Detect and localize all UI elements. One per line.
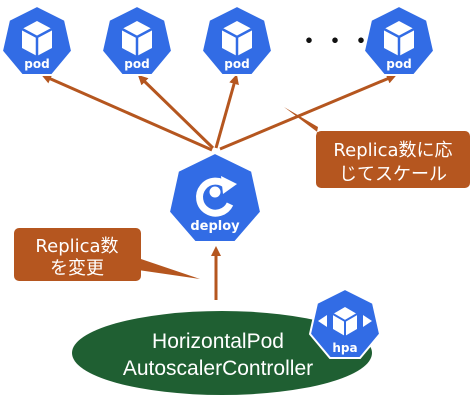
- pod-label: pod: [124, 57, 149, 71]
- arrow-to-pod-1: [41, 74, 213, 152]
- arrow-to-pod-3: [214, 74, 239, 149]
- deploy-node: deploy: [167, 151, 263, 243]
- pod-label: pod: [224, 57, 249, 71]
- callout-scale-line1: Replica数に応: [333, 140, 452, 161]
- pod-label: pod: [386, 57, 411, 71]
- cube-icon: [221, 21, 253, 56]
- cube-icon: [21, 21, 53, 56]
- callout-change-line2: を変更: [50, 258, 104, 279]
- deploy-label: deploy: [190, 219, 240, 234]
- hpa-controller: HorizontalPod AutoscalerController: [72, 311, 372, 395]
- pod-node-2: pod: [100, 4, 174, 76]
- pod-node-3: pod: [200, 4, 274, 76]
- rotate-icon: [196, 176, 237, 217]
- callout-scale: Replica数に応 じてスケール: [284, 107, 470, 188]
- pod-label: pod: [24, 57, 49, 71]
- pod-node-4: pod: [362, 4, 436, 76]
- hpa-controller-line1: HorizontalPod: [152, 330, 284, 353]
- callout-change-line1: Replica数: [35, 236, 118, 257]
- hpa-node: hpa: [308, 287, 382, 359]
- cube-icon: [121, 21, 153, 56]
- hpa-label: hpa: [332, 341, 357, 355]
- hpa-controller-line2: AutoscalerController: [123, 357, 313, 380]
- callout-scale-line2: じてスケール: [339, 164, 447, 185]
- arrow-to-pod-4: [219, 74, 397, 151]
- arrow-to-pod-2: [137, 74, 215, 150]
- ellipsis: ・・・: [296, 27, 374, 57]
- callout-change: Replica数 を変更: [14, 228, 200, 281]
- cube-icon: [383, 21, 415, 56]
- pod-node-1: pod: [0, 4, 74, 76]
- scale-cube-icon: [318, 307, 372, 336]
